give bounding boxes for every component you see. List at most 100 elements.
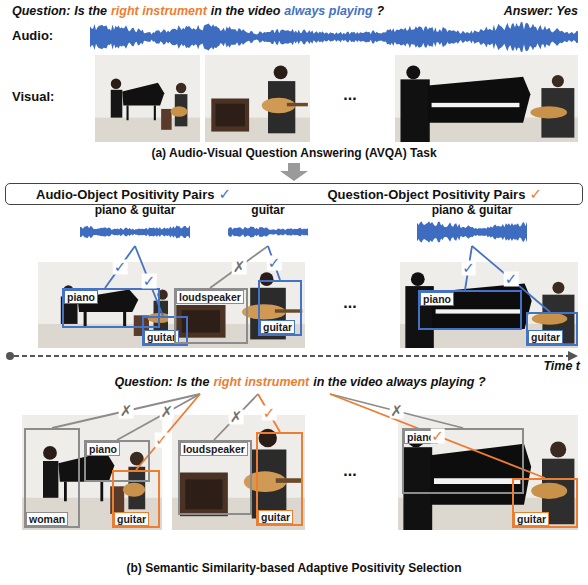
scene-shape [43,461,58,498]
scene-head [411,272,425,286]
frame-wall [22,415,162,530]
question-text: Is the [177,375,210,389]
frame-wall [172,415,305,530]
panel-text: Question-Object Positivity Pairs [327,187,525,202]
object-label: guitar [260,320,295,334]
video-frame [172,415,305,530]
match-mark: ✓ [430,429,445,444]
match-mark: ✗ [229,410,244,425]
question-text: always playing [284,4,372,18]
scene-shape [216,104,245,127]
video-frame [95,55,200,142]
match-mark: ✓ [262,406,277,421]
scene-shape [436,309,521,313]
object-bounding-box: guitar [258,280,302,336]
leader-line [52,394,200,428]
ellipsis: ... [343,462,356,480]
object-label: piano [86,442,120,456]
object-label: guitar [114,512,149,526]
scene-shape [123,312,126,327]
video-frame [398,415,578,530]
object-bounding-box: guitar [526,312,578,346]
frame-wall [205,55,310,142]
audio-label: piano & guitar [432,204,513,218]
object-bounding-box: guitar [256,432,303,526]
object-label: guitar [258,510,293,524]
leader-line [330,394,545,478]
audio-label: guitar [251,204,284,218]
question-text: Time t [543,359,580,373]
question-text: Question: [12,4,70,18]
panel-caption: (a) Audio-Visual Question Answering (AVQ… [151,147,436,161]
video-frame [22,415,162,530]
scene-guitar [530,106,567,118]
scene-shape [287,103,308,106]
video-frame [205,55,310,142]
object-label: loudspeaker [176,290,244,304]
question-text: right instrument [213,375,309,389]
object-bounding-box: guitar [512,478,578,528]
object-bounding-box: piano [62,288,160,328]
question-text: Question: [114,375,172,389]
scene-shape [127,105,129,120]
scene-piano [122,83,164,106]
match-mark: ✗ [160,405,175,420]
scene-shape [400,79,429,142]
positivity-panel: Audio-Object Positivity Pairs ✓ Question-O… [5,183,583,205]
scene-shape [276,478,303,483]
leader-line [105,246,135,288]
question-text: Answer: Yes [504,4,578,18]
match-mark: ✗ [119,404,134,419]
match-mark: ✓ [504,272,519,287]
audio-waveform [90,22,578,52]
scene-head [552,282,564,294]
leader-lines [52,246,550,478]
object-label: guitar [528,330,563,344]
scene-guitar [171,106,188,116]
leader-line [472,246,550,312]
panel-text: ✓ [218,185,231,203]
scene-piano [58,452,114,482]
scene-shape [154,105,156,120]
scene-shape [180,473,228,517]
frame-wall [168,262,305,348]
scene-guitar [531,483,567,499]
panel-text: Audio-Object Positivity Pairs [36,187,214,202]
row-label: Visual: [12,90,54,105]
scene-shape [432,103,520,107]
scene-shape [211,99,249,132]
video-frame [168,262,305,348]
audio-label: piano & guitar [95,204,176,218]
question-text: ? [377,4,385,18]
leader-line [330,394,463,428]
scene-head [406,65,420,79]
scene-shape [84,312,87,327]
object-bounding-box: guitar [142,316,188,346]
object-bounding-box: loudspeaker [174,288,248,344]
video-frame [400,262,578,348]
match-mark: ✓ [113,260,128,275]
object-label: piano [420,292,454,306]
leader-line [258,394,280,432]
match-mark: ✓ [154,432,169,447]
object-bounding-box: woman [24,428,80,528]
scene-head [552,75,564,87]
time-origin-dot [6,352,14,360]
object-label: woman [26,512,68,526]
leader-line [136,394,200,470]
object-label: piano [64,290,98,304]
question-line: Question:Is theright instrumentin the vi… [12,4,384,18]
scene-head [274,65,288,79]
row-label: Audio: [12,29,53,44]
time-axis [14,355,568,357]
frame-wall [95,55,200,142]
frame-wall [398,415,578,530]
audio-waveform [228,227,308,238]
object-label: loudspeaker [180,442,248,456]
audio-waveform [417,221,527,242]
match-mark: ✓ [461,261,476,276]
video-frame [395,55,578,142]
match-mark: ✗ [389,404,404,419]
object-bounding-box: loudspeaker [178,440,252,515]
